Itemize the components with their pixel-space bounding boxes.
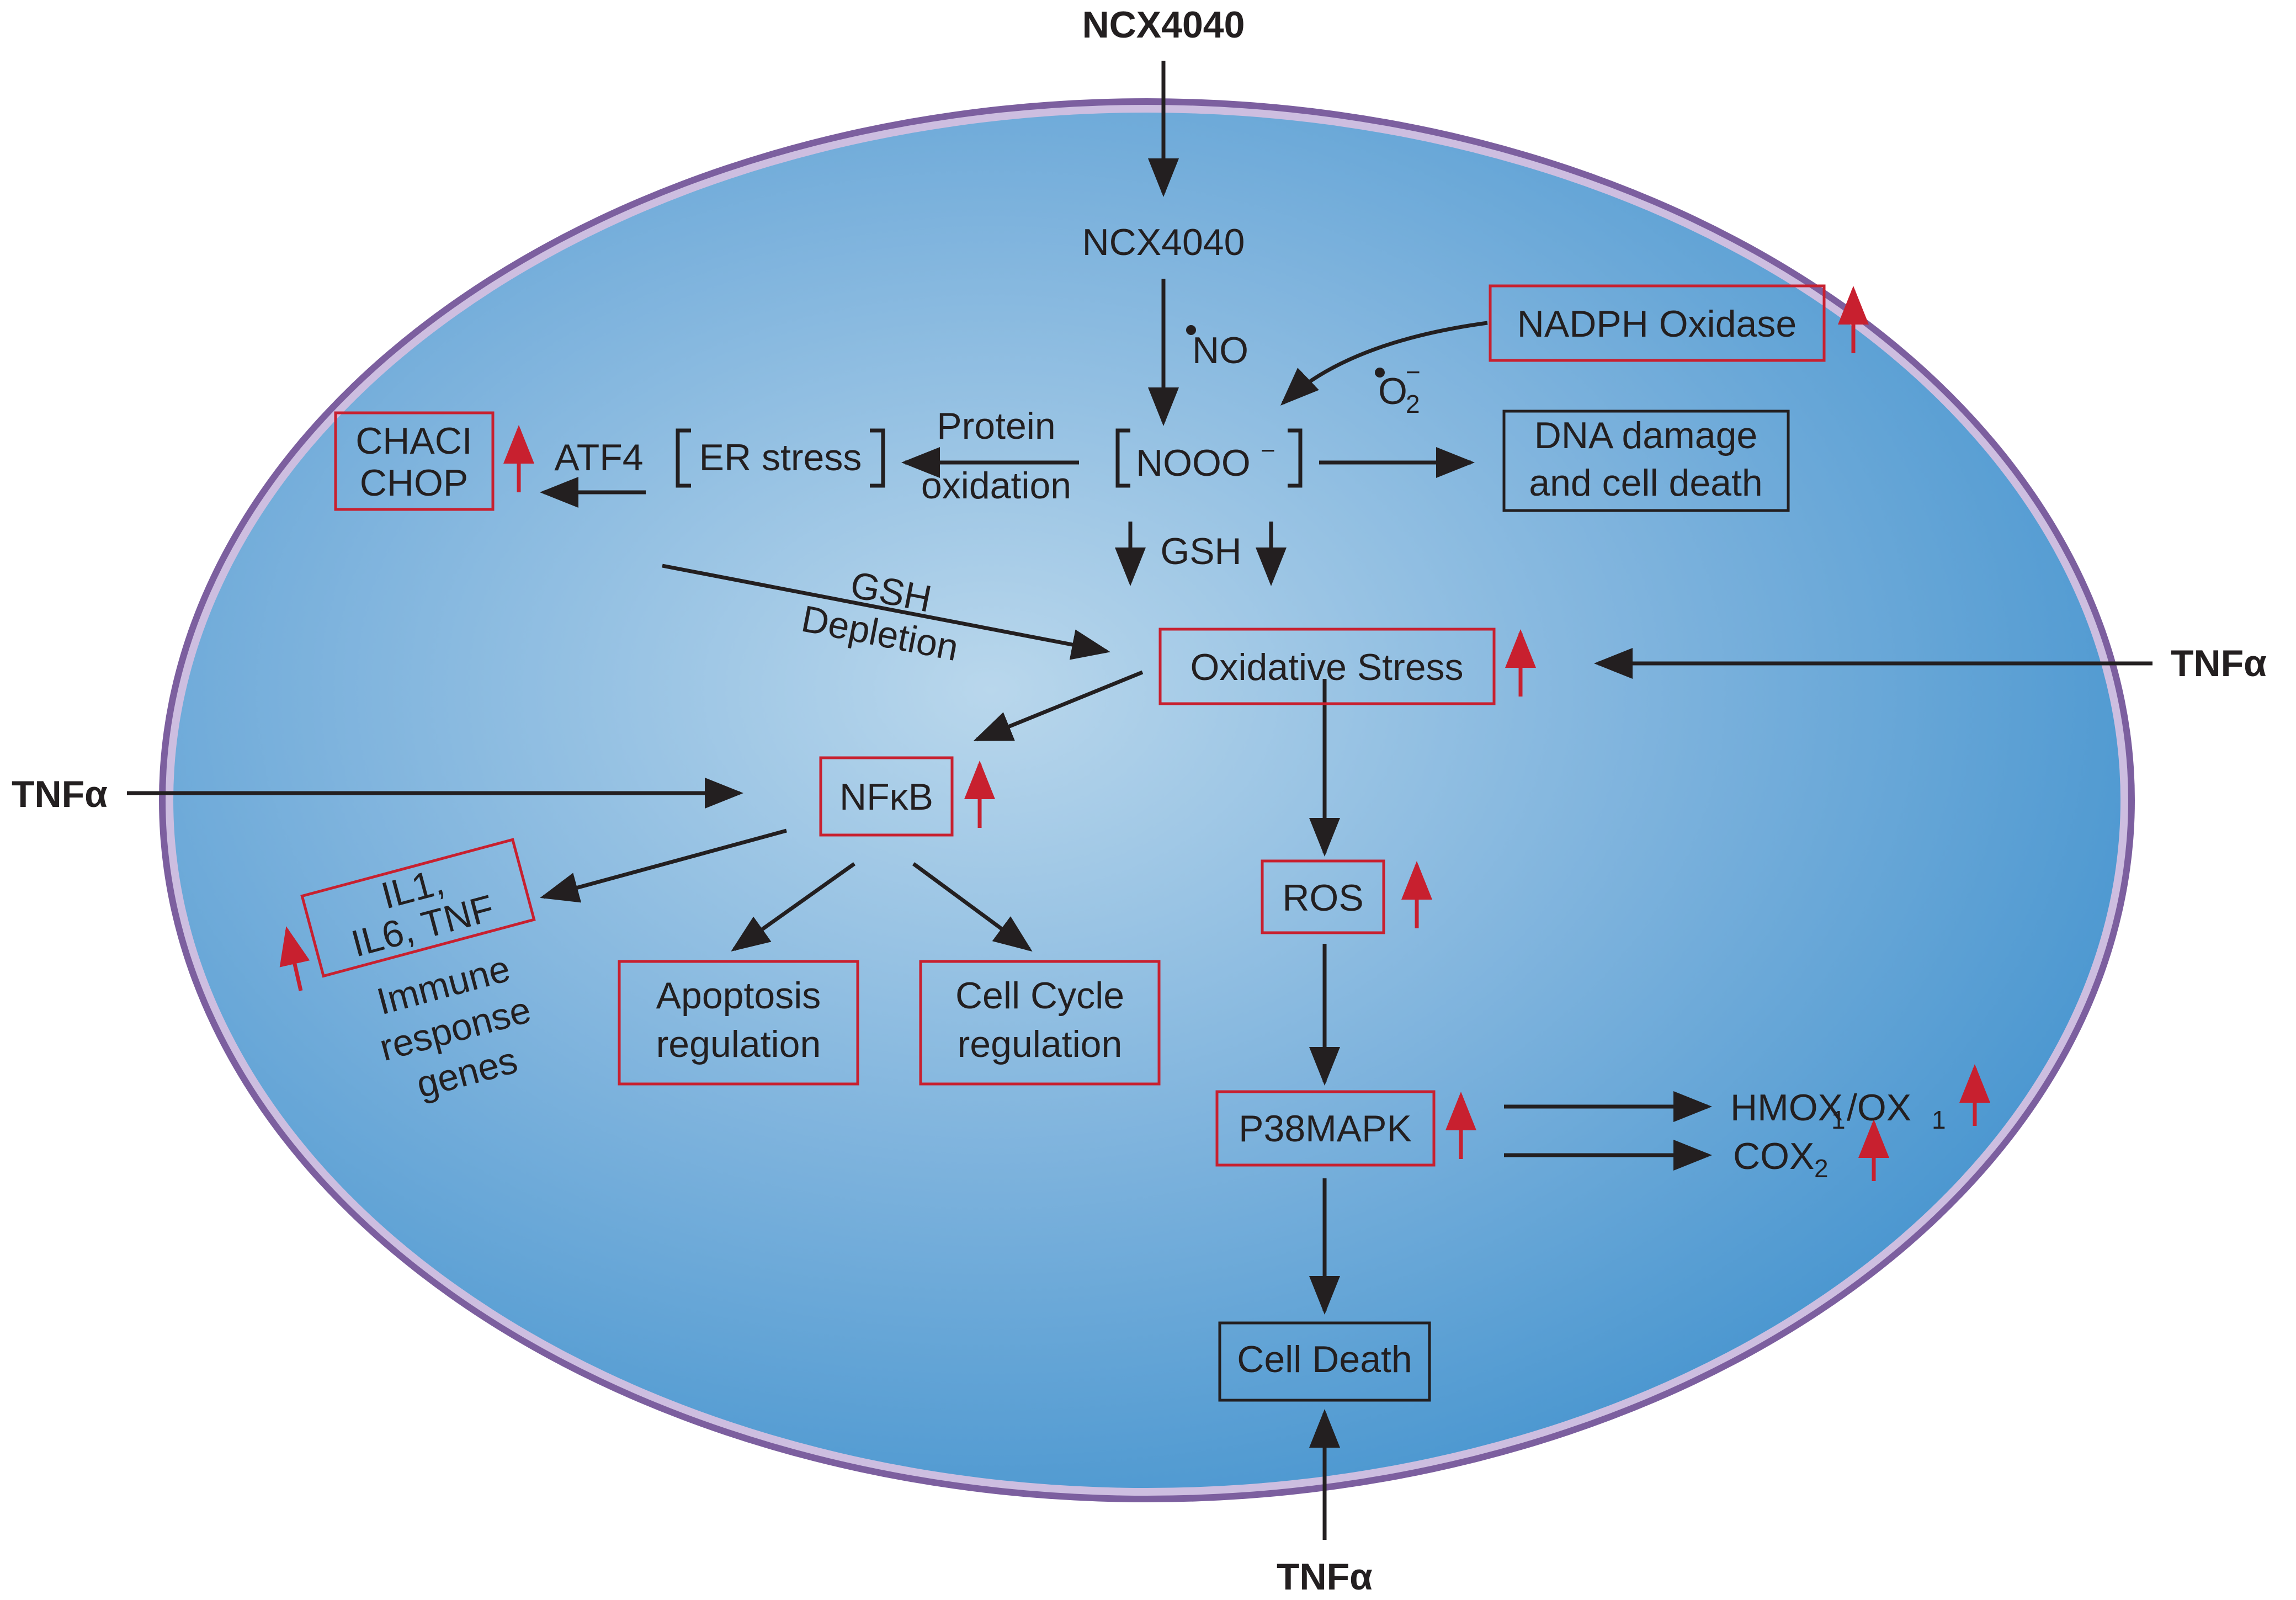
label-nfkb: NFκB (839, 776, 933, 818)
label-cell-cycle-regulation: regulation (958, 1023, 1123, 1065)
boxes (300, 284, 1826, 1402)
bracket-er-right (870, 428, 885, 488)
labels: NCX4040 NCX4040 NO O 2 − NOOO − Protein … (12, 4, 2267, 1598)
arrow-nfkb-to-il (540, 828, 787, 903)
box-nadph-oxidase (1489, 284, 1826, 362)
label-hmox-sub: 1 (1831, 1105, 1846, 1134)
label-tnf-right: TNFα (2171, 642, 2267, 684)
arrow-nadph-to-nooo (1280, 321, 1488, 406)
radical-dots (1186, 325, 1385, 378)
label-peroxynitrite-sup: − (1261, 436, 1275, 465)
label-ros: ROS (1282, 877, 1363, 919)
label-and-cell-death: and cell death (1529, 462, 1762, 504)
bracket-er-left (676, 428, 691, 488)
label-superoxide: O (1378, 370, 1407, 412)
arrow-nfkb-to-apoptosis (731, 862, 856, 952)
label-dna-damage: DNA damage (1534, 414, 1757, 456)
label-oxidation: oxidation (921, 465, 1071, 507)
label-ox: /OX (1847, 1087, 1911, 1129)
connectors (127, 61, 2152, 1540)
label-cox: COX (1733, 1135, 1814, 1177)
bracket-nooo-left (1115, 428, 1130, 488)
label-oxidative-stress: Oxidative Stress (1190, 646, 1463, 688)
label-apoptosis-regulation: regulation (656, 1023, 821, 1065)
cell (159, 98, 2135, 1502)
label-cell-death: Cell Death (1237, 1338, 1412, 1380)
label-tnf-left: TNFα (12, 773, 108, 815)
box-nfkb (819, 756, 954, 837)
radical-dot-no-icon (1186, 325, 1196, 335)
label-superoxide-sup: − (1406, 358, 1421, 386)
label-no: NO (1192, 329, 1248, 371)
label-superoxide-sub: 2 (1406, 390, 1420, 418)
label-cell-cycle: Cell Cycle (955, 975, 1124, 1017)
label-atf4: ATF4 (554, 437, 643, 479)
box-ros (1261, 859, 1385, 934)
label-apoptosis: Apoptosis (656, 975, 821, 1017)
label-peroxynitrite: NOOO (1136, 442, 1251, 484)
label-cox-sub: 2 (1814, 1154, 1829, 1183)
label-er-stress: ER stress (699, 437, 862, 479)
box-p38mapk (1215, 1090, 1436, 1167)
arrow-ox-to-nfkb (973, 670, 1144, 742)
box-apoptosis (618, 960, 859, 1086)
label-p38mapk: P38MAPK (1239, 1108, 1412, 1150)
label-chop: CHOP (360, 462, 468, 504)
increase-markers (279, 286, 1990, 1181)
label-tnf-bottom: TNFα (1277, 1556, 1373, 1598)
label-nadph-oxidase: NADPH Oxidase (1517, 303, 1797, 345)
cell-cytoplasm (173, 113, 2120, 1488)
box-cell-death (1218, 1321, 1431, 1402)
up-arrow-il-icon (279, 926, 310, 991)
box-il-genes (300, 838, 536, 978)
label-hmox: HMOX (1730, 1087, 1843, 1129)
brackets (676, 428, 1303, 488)
label-ox-sub: 1 (1932, 1105, 1946, 1134)
label-ncx4040-inside: NCX4040 (1082, 221, 1245, 263)
box-cell-cycle (919, 960, 1161, 1086)
radical-dot-o2-icon (1375, 368, 1385, 378)
label-ncx4040-outside: NCX4040 (1082, 4, 1245, 46)
arrow-gsh-depletion (662, 564, 1110, 660)
label-chaci: CHACI (355, 420, 472, 462)
box-oxidative-stress (1158, 628, 1496, 705)
box-chaci-chop (334, 411, 495, 511)
arrow-nfkb-to-cellcycle (912, 862, 1033, 952)
label-gsh: GSH (1160, 530, 1241, 572)
box-dna-damage (1502, 410, 1790, 512)
label-protein: Protein (937, 405, 1055, 447)
bracket-nooo-right (1288, 428, 1303, 488)
